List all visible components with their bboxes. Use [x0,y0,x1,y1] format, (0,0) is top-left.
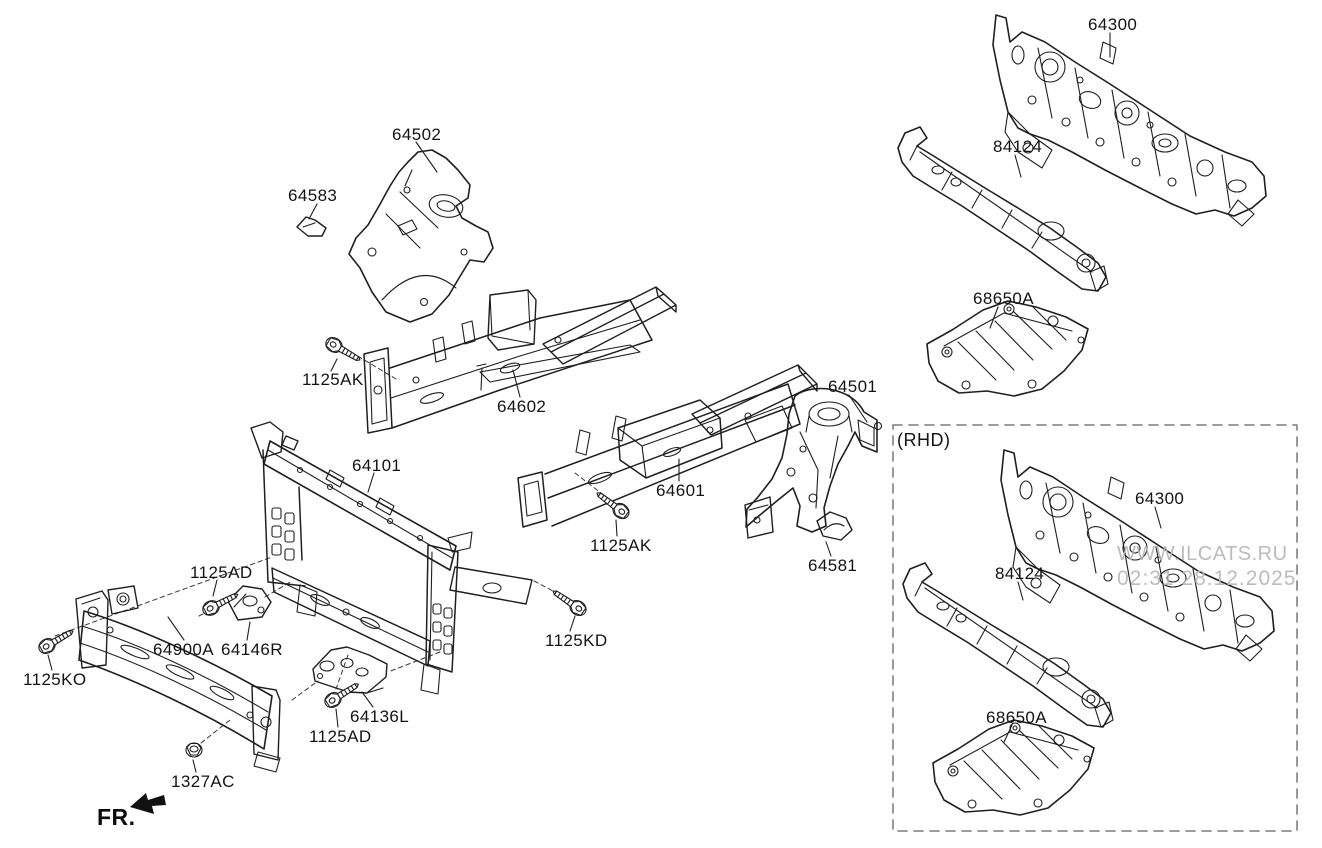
part-label-64900a[interactable]: 64900A [153,640,215,659]
part-64581-drawing [816,511,853,541]
part-label-64502[interactable]: 64502 [392,125,442,144]
watermark-timestamp: 02:31 28.12.2025 [1117,567,1297,590]
part-label-1125ad-1[interactable]: 1125AD [190,563,253,582]
part-label-64602[interactable]: 64602 [497,397,547,416]
bolt-1125ko-icon [35,624,78,657]
part-68650a-drawing [926,300,1089,397]
part-label-64300-rhd[interactable]: 64300 [1135,489,1185,508]
part-label-64501[interactable]: 64501 [828,377,878,396]
part-label-64101[interactable]: 64101 [352,456,402,475]
bolt-1125kd-icon [548,584,590,620]
part-label-64581[interactable]: 64581 [808,556,858,575]
part-64146r-drawing [227,585,272,621]
part-label-1125ak-2[interactable]: 1125AK [590,536,652,555]
part-64601-drawing [517,364,818,528]
part-64583-drawing [296,216,327,237]
fr-direction-arrow-icon [130,793,166,814]
part-label-64583[interactable]: 64583 [288,186,338,205]
part-label-84124-rhd[interactable]: 84124 [995,564,1045,583]
part-label-64601[interactable]: 64601 [656,481,706,500]
part-64602-drawing [363,286,677,434]
part-label-84124[interactable]: 84124 [993,137,1043,156]
label-leader-lines [47,32,1162,773]
part-label-1125ak-1[interactable]: 1125AK [302,370,364,389]
nut-1327ac-icon [185,742,203,758]
part-label-64300[interactable]: 64300 [1088,15,1138,34]
part-64501-drawing [744,387,883,539]
part-label-68650a[interactable]: 68650A [973,289,1035,308]
part-64136l-drawing [312,646,388,694]
part-label-1125kd[interactable]: 1125KD [545,631,608,650]
part-label-1327ac[interactable]: 1327AC [171,772,235,791]
bolt-1125ak-1-icon [322,334,365,367]
watermark: WWW.ILCATS.RU 02:31 28.12.2025 [1117,543,1297,591]
part-label-64136l[interactable]: 64136L [350,707,410,726]
watermark-site: WWW.ILCATS.RU [1117,543,1288,565]
part-label-68650a-rhd[interactable]: 68650A [986,708,1048,727]
part-label-1125ad-2[interactable]: 1125AD [309,727,372,746]
part-64300-drawing [992,14,1267,227]
part-64502-drawing [348,149,494,323]
part-64101-drawing [250,421,533,695]
part-label-64146r[interactable]: 64146R [221,640,283,659]
part-84124-drawing [897,126,1109,292]
bolt-1125ad-2-icon [321,677,363,711]
part-64900a-drawing [75,585,281,773]
rhd-variant-label: (RHD) [897,430,951,450]
part-68650a-rhd-drawing [932,719,1095,816]
rhd-variant-box [892,424,1298,832]
fr-direction-label: FR. [97,804,136,830]
bolt-1125ak-2-icon [592,486,633,523]
part-label-1125ko[interactable]: 1125KO [23,670,87,689]
